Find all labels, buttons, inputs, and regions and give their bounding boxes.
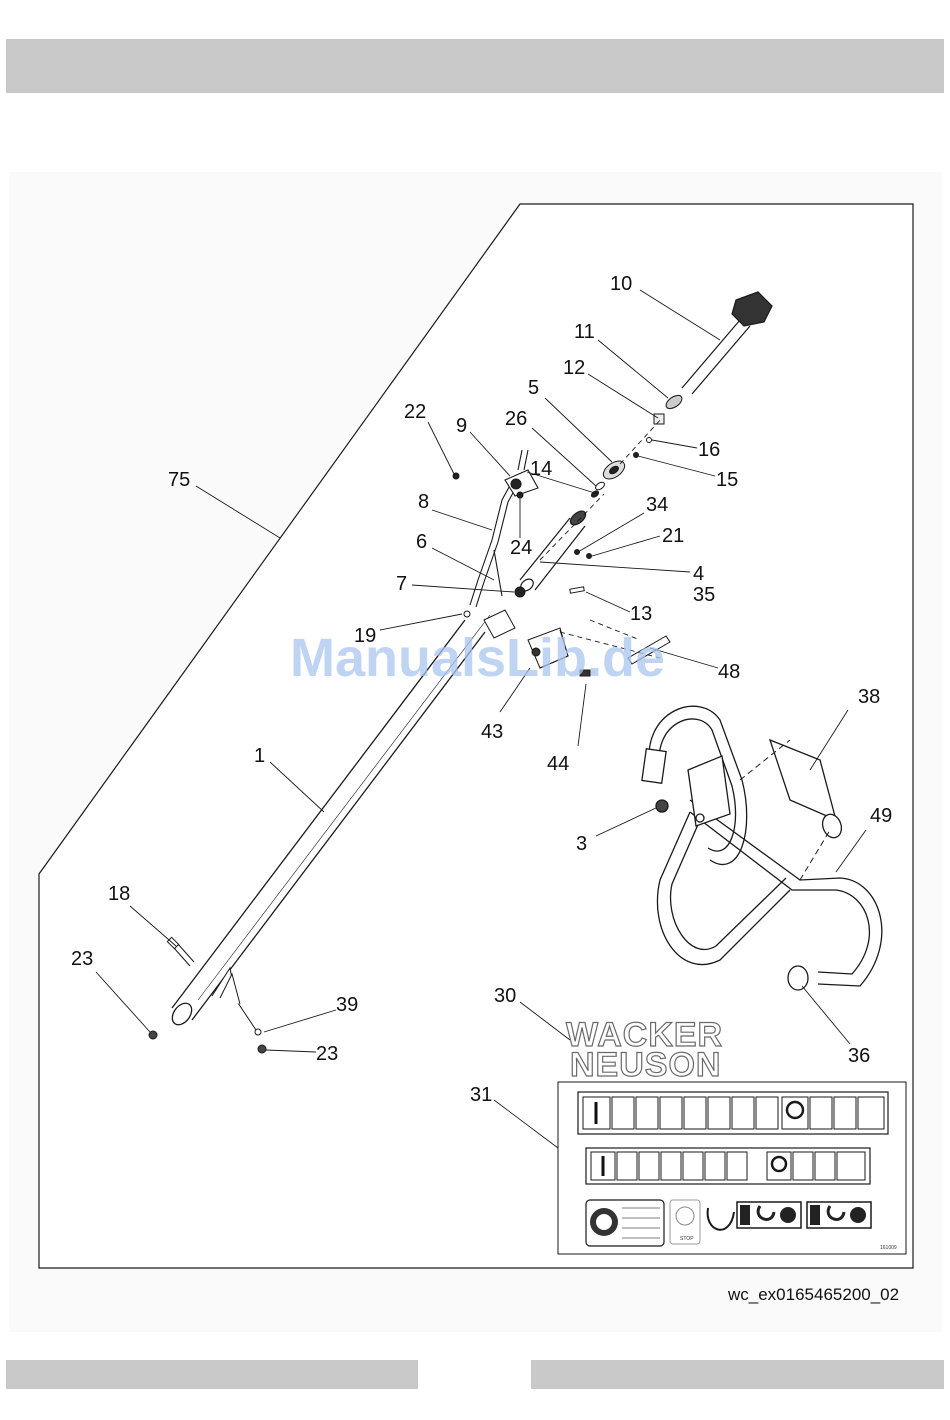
callout-34: 34 [646,494,668,516]
footer-bar-right [531,1360,944,1389]
decal-sheet: STOP 161009 [558,1082,906,1254]
callout-23-top: 23 [71,948,93,970]
callout-36: 36 [848,1045,870,1067]
header-bar [6,39,944,93]
watermark: ManualsLib.de [290,628,665,688]
callout-31: 31 [470,1084,492,1106]
callout-18: 18 [108,883,130,905]
callout-12: 12 [563,357,585,379]
sheet-code: 161009 [880,1245,897,1251]
callout-3: 3 [576,833,587,855]
callout-44: 44 [547,753,569,775]
callout-8: 8 [418,491,429,513]
callout-4: 4 [693,563,704,585]
callout-5: 5 [528,377,539,399]
logo-line-2: NEUSON [570,1046,721,1084]
callout-13: 13 [630,603,652,625]
callout-9: 9 [456,415,467,437]
callout-35: 35 [693,584,715,606]
callout-16: 16 [698,439,720,461]
callout-15: 15 [716,469,738,491]
callout-49: 49 [870,805,892,827]
exploded-parts-diagram: 10 11 12 5 16 22 9 26 14 15 75 8 34 24 2… [9,172,942,1332]
callout-24: 24 [510,537,532,559]
footer-bar-left [6,1360,418,1389]
callout-1: 1 [254,745,265,767]
callout-26: 26 [505,408,527,430]
callout-23-bottom: 23 [316,1043,338,1065]
callout-48: 48 [718,661,740,683]
callout-39: 39 [336,994,358,1016]
callout-75: 75 [168,469,190,491]
callout-22: 22 [404,401,426,423]
callout-30: 30 [494,985,516,1007]
callout-7: 7 [396,573,407,595]
callout-21: 21 [662,525,684,547]
wacker-neuson-logo: WACKER NEUSON [566,1016,723,1084]
figure-panel: 10 11 12 5 16 22 9 26 14 15 75 8 34 24 2… [9,172,942,1332]
callout-43: 43 [481,721,503,743]
figure-reference-code: wc_ex0165465200_02 [727,1285,899,1304]
callout-11: 11 [574,321,595,343]
stop-label: STOP [680,1236,694,1242]
callout-14: 14 [530,458,552,480]
callout-6: 6 [416,531,427,553]
callout-38: 38 [858,686,880,708]
callout-10: 10 [610,273,632,295]
